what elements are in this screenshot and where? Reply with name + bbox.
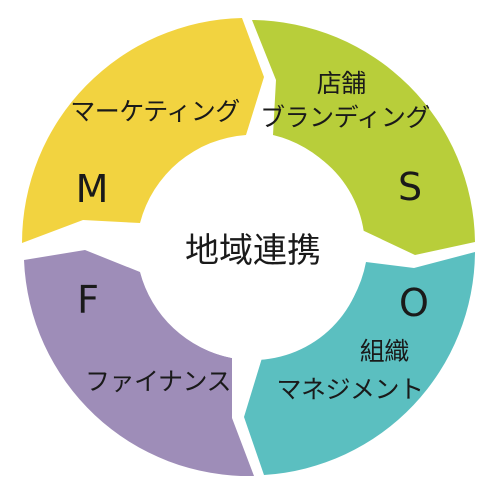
segment-store-branding-shape [252, 20, 475, 255]
segment-store-branding-label: 店舗 ブランディング [260, 69, 430, 132]
segment-marketing-shape [21, 18, 264, 243]
center-circle [141, 136, 365, 360]
segment-organization-label-line: 組織 [360, 337, 410, 366]
segment-organization-label-line: マネジメント [276, 375, 423, 404]
segment-finance-letter: F [77, 278, 99, 322]
segment-finance-label: ファイナンス [85, 367, 231, 396]
segment-store-branding-letter: S [398, 165, 422, 209]
segment-organization: 組織 マネジメント O [244, 252, 475, 475]
segment-marketing-letter: M [76, 167, 109, 211]
segment-store-branding: 店舗 ブランディング S [252, 20, 475, 255]
segment-finance: ファイナンス F [24, 250, 254, 477]
segment-organization-shape [244, 252, 475, 475]
segment-store-branding-label-line: 店舗 [317, 69, 366, 98]
segment-marketing-label-line: マーケティング [70, 97, 240, 126]
segment-organization-letter: O [399, 281, 429, 325]
segment-finance-label-line: ファイナンス [85, 367, 231, 396]
segment-marketing-label: マーケティング [70, 97, 240, 126]
center-label: 地域連携 [185, 231, 321, 271]
segment-marketing: マーケティング M [21, 18, 264, 243]
segment-finance-shape [24, 250, 254, 477]
segment-store-branding-label-line: ブランディング [260, 103, 430, 132]
segment-organization-label: 組織 マネジメント [276, 337, 423, 404]
